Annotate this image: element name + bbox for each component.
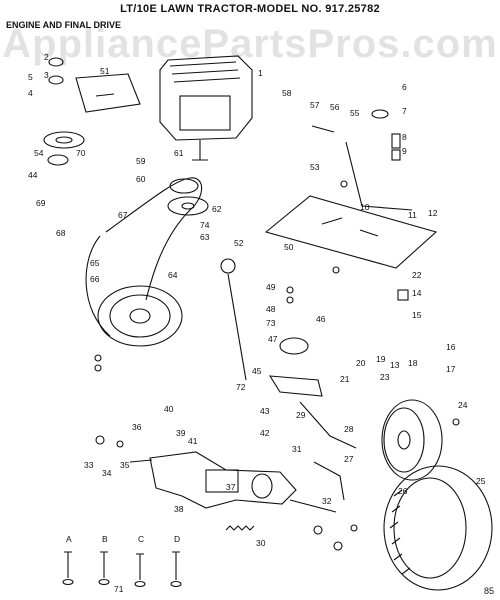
callout-66: 66: [90, 274, 100, 284]
callout-7: 7: [402, 106, 407, 116]
callout-56: 56: [330, 102, 340, 112]
callout-d: D: [174, 534, 180, 544]
callout-63: 63: [200, 232, 210, 242]
callout-19: 19: [376, 354, 386, 364]
callout-44: 44: [28, 170, 38, 180]
callout-11: 11: [408, 210, 417, 220]
callout-51: 51: [100, 66, 110, 76]
engine-mount-plate: [75, 73, 141, 113]
diagram-title: LT/10E LAWN TRACTOR-MODEL NO. 917.25782: [120, 3, 380, 15]
callout-70: 70: [76, 148, 86, 158]
tension-spring: [225, 525, 255, 531]
callout-35: 35: [120, 460, 130, 470]
callout-9: 9: [402, 146, 407, 156]
callout-71: 71: [114, 584, 124, 594]
callout-39: 39: [176, 428, 186, 438]
callout-48: 48: [266, 304, 276, 314]
callout-28: 28: [344, 424, 354, 434]
callout-50: 50: [284, 242, 294, 252]
frame-plate: [264, 195, 438, 269]
clutch-linkage: [268, 289, 409, 501]
callout-1: 1: [258, 68, 263, 78]
hardware-fasteners: [94, 180, 460, 551]
callout-24: 24: [458, 400, 468, 410]
callout-54: 54: [34, 148, 44, 158]
callout-30: 30: [256, 538, 266, 548]
transaxle: [129, 451, 337, 513]
callout-55: 55: [350, 108, 360, 118]
callout-68: 68: [56, 228, 66, 238]
callout-64: 64: [168, 270, 178, 280]
callout-67: 67: [118, 210, 128, 220]
callout-33: 33: [84, 460, 94, 470]
callout-42: 42: [260, 428, 270, 438]
callout-72: 72: [236, 382, 246, 392]
callout-10: 10: [360, 202, 370, 212]
callout-62: 62: [212, 204, 222, 214]
sheet-code: 85: [483, 586, 494, 596]
callout-8: 8: [402, 132, 407, 142]
bolt-key-row: [62, 551, 182, 588]
shift-knob: [220, 258, 236, 274]
callout-53: 53: [310, 162, 320, 172]
rear-tire: [383, 465, 493, 591]
callout-6: 6: [402, 82, 407, 92]
callout-36: 36: [132, 422, 142, 432]
callout-37: 37: [226, 482, 236, 492]
callout-b: B: [102, 534, 108, 544]
callout-21: 21: [340, 374, 350, 384]
callout-5: 5: [28, 72, 33, 82]
callout-27: 27: [344, 454, 354, 464]
callout-14: 14: [412, 288, 422, 298]
callout-73: 73: [266, 318, 276, 328]
callout-49: 49: [266, 282, 276, 292]
drive-belt: [85, 177, 203, 347]
engine: [159, 55, 253, 161]
callout-61: 61: [174, 148, 184, 158]
callout-38: 38: [174, 504, 184, 514]
callout-a: A: [66, 534, 72, 544]
callout-47: 47: [268, 334, 278, 344]
callout-69: 69: [36, 198, 46, 208]
idler-pulleys: [167, 178, 209, 216]
callout-c: C: [138, 534, 144, 544]
callout-40: 40: [164, 404, 174, 414]
callout-74: 74: [200, 220, 210, 230]
callout-46: 46: [316, 314, 326, 324]
callout-65: 65: [90, 258, 100, 268]
callout-13: 13: [390, 360, 400, 370]
callout-31: 31: [292, 444, 302, 454]
callout-3: 3: [44, 70, 49, 80]
engine-pulley-assembly: [43, 57, 85, 166]
callout-18: 18: [408, 358, 418, 368]
callout-43: 43: [260, 406, 270, 416]
callout-45: 45: [252, 366, 262, 376]
callout-4: 4: [28, 88, 33, 98]
callout-41: 41: [188, 436, 198, 446]
callout-2: 2: [44, 52, 49, 62]
callout-59: 59: [136, 156, 146, 166]
callout-12: 12: [428, 208, 438, 218]
callout-15: 15: [412, 310, 422, 320]
callout-20: 20: [356, 358, 366, 368]
callout-17: 17: [446, 364, 456, 374]
callout-25: 25: [476, 476, 486, 486]
callout-22: 22: [412, 270, 422, 280]
callout-16: 16: [446, 342, 456, 352]
callout-58: 58: [282, 88, 292, 98]
section-title: ENGINE AND FINAL DRIVE: [6, 20, 122, 30]
callout-26: 26: [398, 486, 408, 496]
callout-57: 57: [310, 100, 320, 110]
callout-23: 23: [380, 372, 390, 382]
callout-32: 32: [322, 496, 332, 506]
shift-lever: [311, 109, 413, 211]
callout-34: 34: [102, 468, 112, 478]
rear-wheel-rim: [381, 399, 443, 481]
callout-29: 29: [296, 410, 306, 420]
callout-60: 60: [136, 174, 146, 184]
callout-52: 52: [234, 238, 244, 248]
